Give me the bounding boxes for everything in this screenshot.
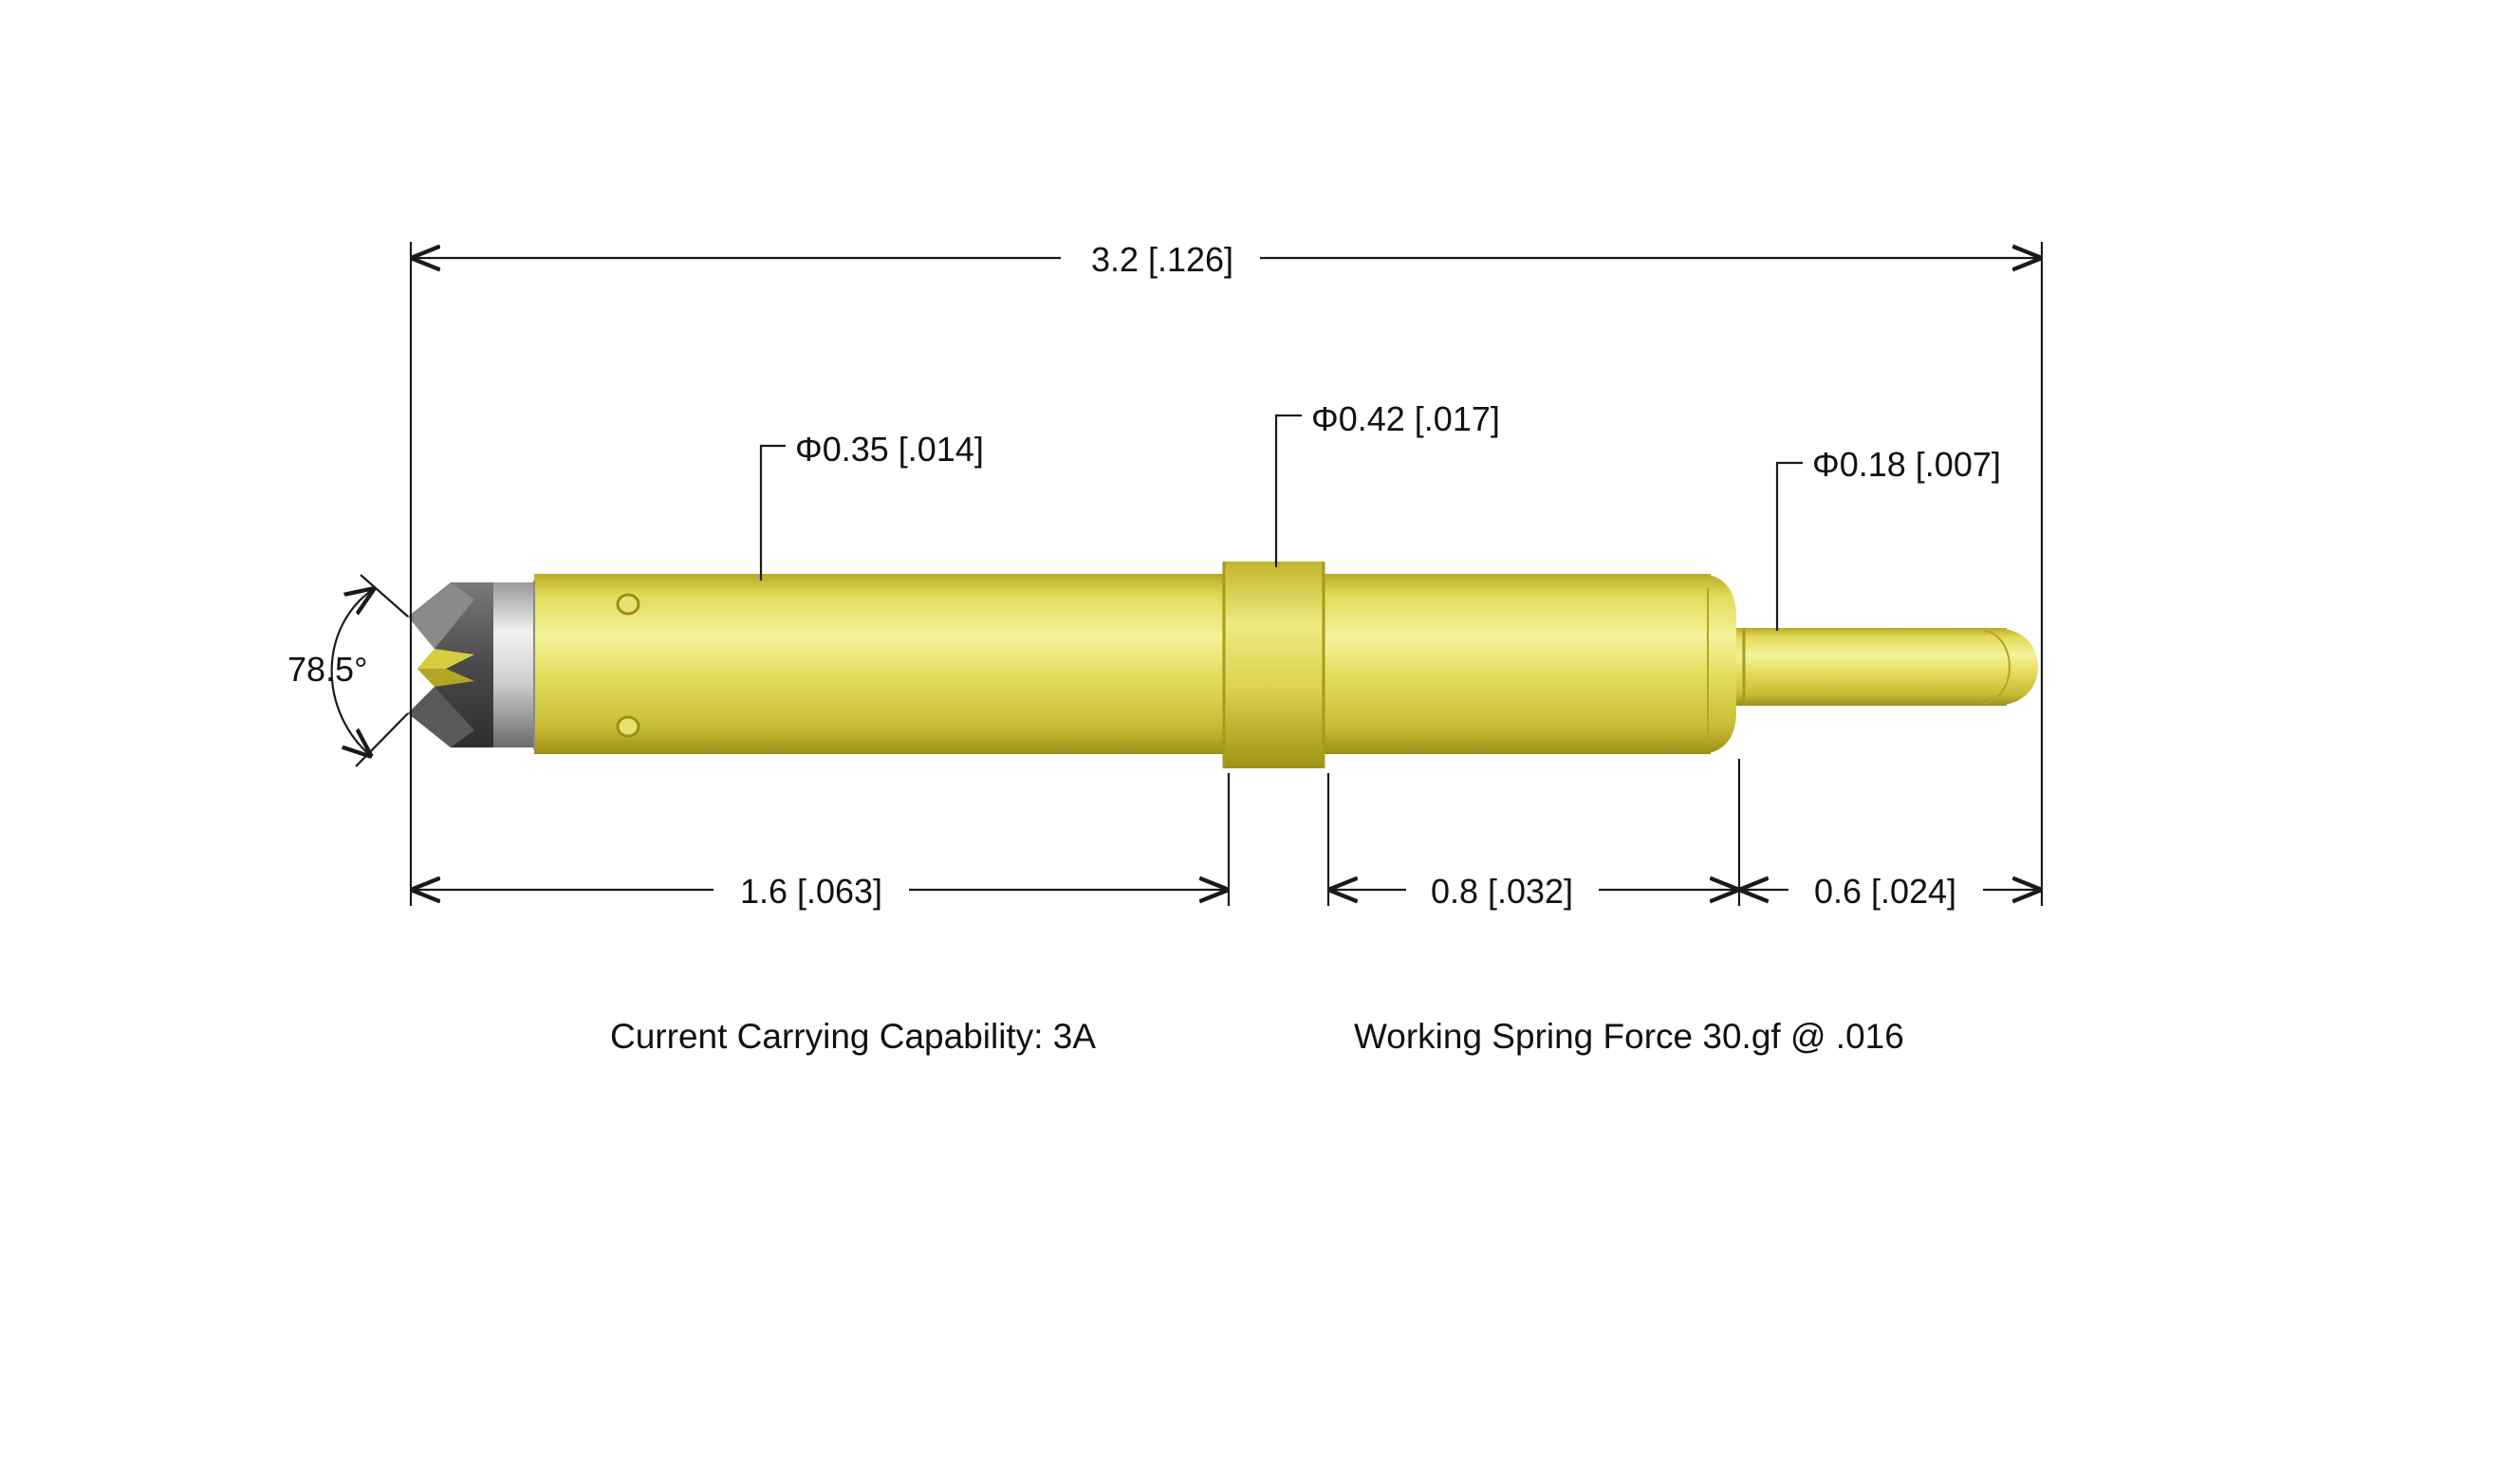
crimp-dot-bottom <box>616 715 640 738</box>
crown-tip <box>408 582 493 747</box>
plunger-diameter-label: Φ0.18 [.007] <box>1812 445 2001 484</box>
collar <box>1222 562 1325 768</box>
dimension-collar-diameter: Φ0.42 [.017] <box>1274 399 1500 567</box>
dimension-collar-to-shoulder: 0.8 [.032] <box>1328 872 1739 911</box>
plunger-length-label: 0.6 [.024] <box>1814 872 1956 911</box>
spec-notes: Current Carrying Capability: 3A Working … <box>610 1017 1904 1056</box>
overall-length-label: 3.2 [.126] <box>1091 240 1233 279</box>
barrel <box>534 574 1736 754</box>
pogo-pin <box>408 562 2038 768</box>
spring-force-note: Working Spring Force 30.gf @ .016 <box>1354 1017 1904 1056</box>
plunger <box>1736 628 2038 706</box>
dimension-plunger-length: 0.6 [.024] <box>1739 872 2042 911</box>
dimension-tip-to-collar: 1.6 [.063] <box>411 872 1229 911</box>
dimension-overall-length: 3.2 [.126] <box>411 240 2042 279</box>
dimension-plunger-diameter: Φ0.18 [.007] <box>1775 445 2001 631</box>
dimension-tip-angle: 78.5° <box>287 574 409 767</box>
barrel-diameter-label: Φ0.35 [.014] <box>795 430 984 469</box>
tip-sleeve <box>489 581 535 749</box>
collar-to-shoulder-label: 0.8 [.032] <box>1431 872 1573 911</box>
crimp-dot-top <box>616 593 640 616</box>
current-capability-note: Current Carrying Capability: 3A <box>610 1017 1096 1056</box>
dimension-barrel-diameter: Φ0.35 [.014] <box>759 430 984 581</box>
tip-to-collar-label: 1.6 [.063] <box>740 872 882 911</box>
collar-diameter-label: Φ0.42 [.017] <box>1311 399 1500 438</box>
tip-angle-label: 78.5° <box>287 650 367 689</box>
